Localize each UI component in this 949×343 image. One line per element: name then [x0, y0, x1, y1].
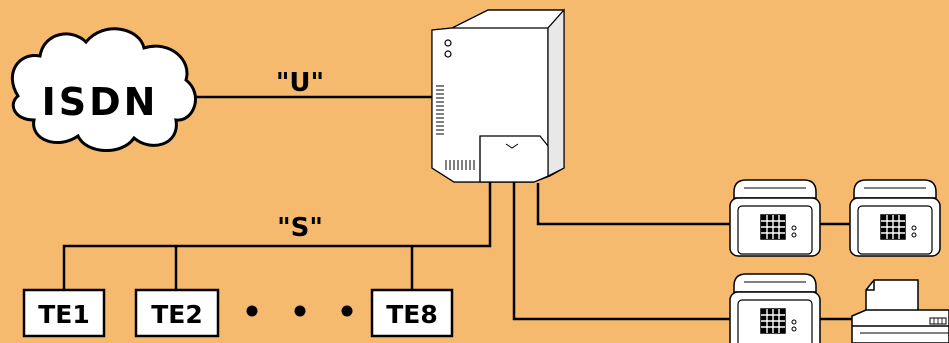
te8-label: TE8 [386, 300, 438, 329]
connection-lines [62, 95, 852, 321]
te1-box: TE1 [22, 288, 106, 338]
te8-box: TE8 [370, 288, 454, 338]
s-bus-line [62, 175, 492, 290]
te1-label: TE1 [38, 300, 90, 329]
analog-line-phone-fax [512, 180, 731, 321]
ellipsis-dot-icon [246, 305, 353, 317]
analog-line-phone-1 [536, 183, 731, 226]
ntba-box-icon [431, 8, 565, 183]
s-interface-label: "S" [277, 213, 323, 243]
fax-machine-icon [851, 279, 949, 343]
u-interface-label: "U" [276, 68, 324, 98]
telephone-icon [729, 179, 821, 257]
telephone-icon [849, 179, 941, 257]
telephone-icon [729, 273, 821, 343]
te2-box: TE2 [134, 288, 220, 338]
te2-label: TE2 [151, 300, 203, 329]
isdn-label: ISDN [42, 80, 159, 124]
isdn-cloud-icon: ISDN [11, 27, 197, 152]
